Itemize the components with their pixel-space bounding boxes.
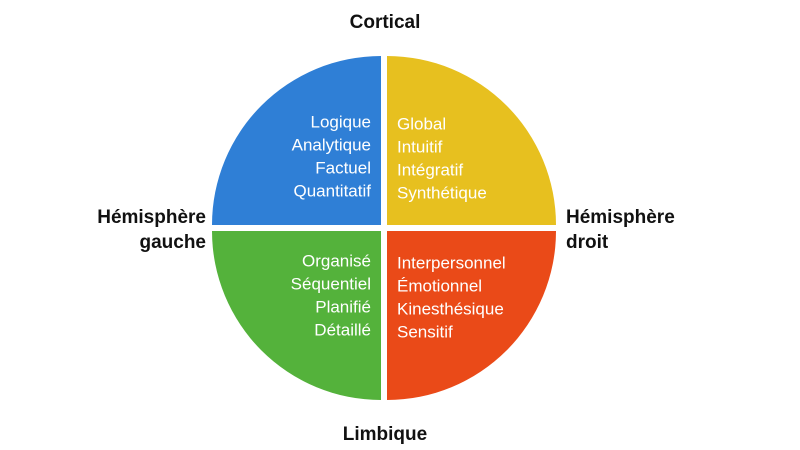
label-hemisphere-gauche: Hémisphère gauche xyxy=(60,205,206,255)
quadrant-bottom-left-item: Séquentiel xyxy=(291,274,371,293)
quadrant-bottom-right-item: Émotionnel xyxy=(397,276,482,295)
label-hemisphere-droit: Hémisphère droit xyxy=(566,205,726,255)
label-hemisphere-droit-line2: droit xyxy=(566,232,609,253)
quadrant-top-right-item: Intégratif xyxy=(397,160,463,179)
label-limbique: Limbique xyxy=(342,424,428,445)
quadrant-top-left-item: Quantitatif xyxy=(294,181,372,200)
quadrant-top-right-item: Intuitif xyxy=(397,137,443,156)
quadrant-top-left-item: Analytique xyxy=(292,135,371,154)
quadrant-bottom-right-item: Sensitif xyxy=(397,322,453,341)
quadrant-bottom-left xyxy=(212,231,381,400)
quadrant-top-left-item: Factuel xyxy=(315,158,371,177)
quadrant-top-right-item: Global xyxy=(397,114,446,133)
label-hemisphere-gauche-line1: Hémisphère xyxy=(97,207,206,228)
quadrant-bottom-left-item: Détaillé xyxy=(314,320,371,339)
quadrant-top-right-item: Synthétique xyxy=(397,183,487,202)
quadrant-top-right xyxy=(387,56,556,225)
quadrant-bottom-left-item: Planifié xyxy=(315,297,371,316)
quadrant-bottom-right-item: Interpersonnel xyxy=(397,253,506,272)
quadrant-top-left-item: Logique xyxy=(310,112,371,131)
label-cortical: Cortical xyxy=(349,12,421,33)
quadrant-bottom-right-item: Kinesthésique xyxy=(397,299,504,318)
quadrant-bottom-right xyxy=(387,231,556,400)
quadrant-bottom-left-item: Organisé xyxy=(302,251,371,270)
label-hemisphere-gauche-line2: gauche xyxy=(139,232,206,253)
quadrant-top-left xyxy=(212,56,381,225)
label-hemisphere-droit-line1: Hémisphère xyxy=(566,207,675,228)
